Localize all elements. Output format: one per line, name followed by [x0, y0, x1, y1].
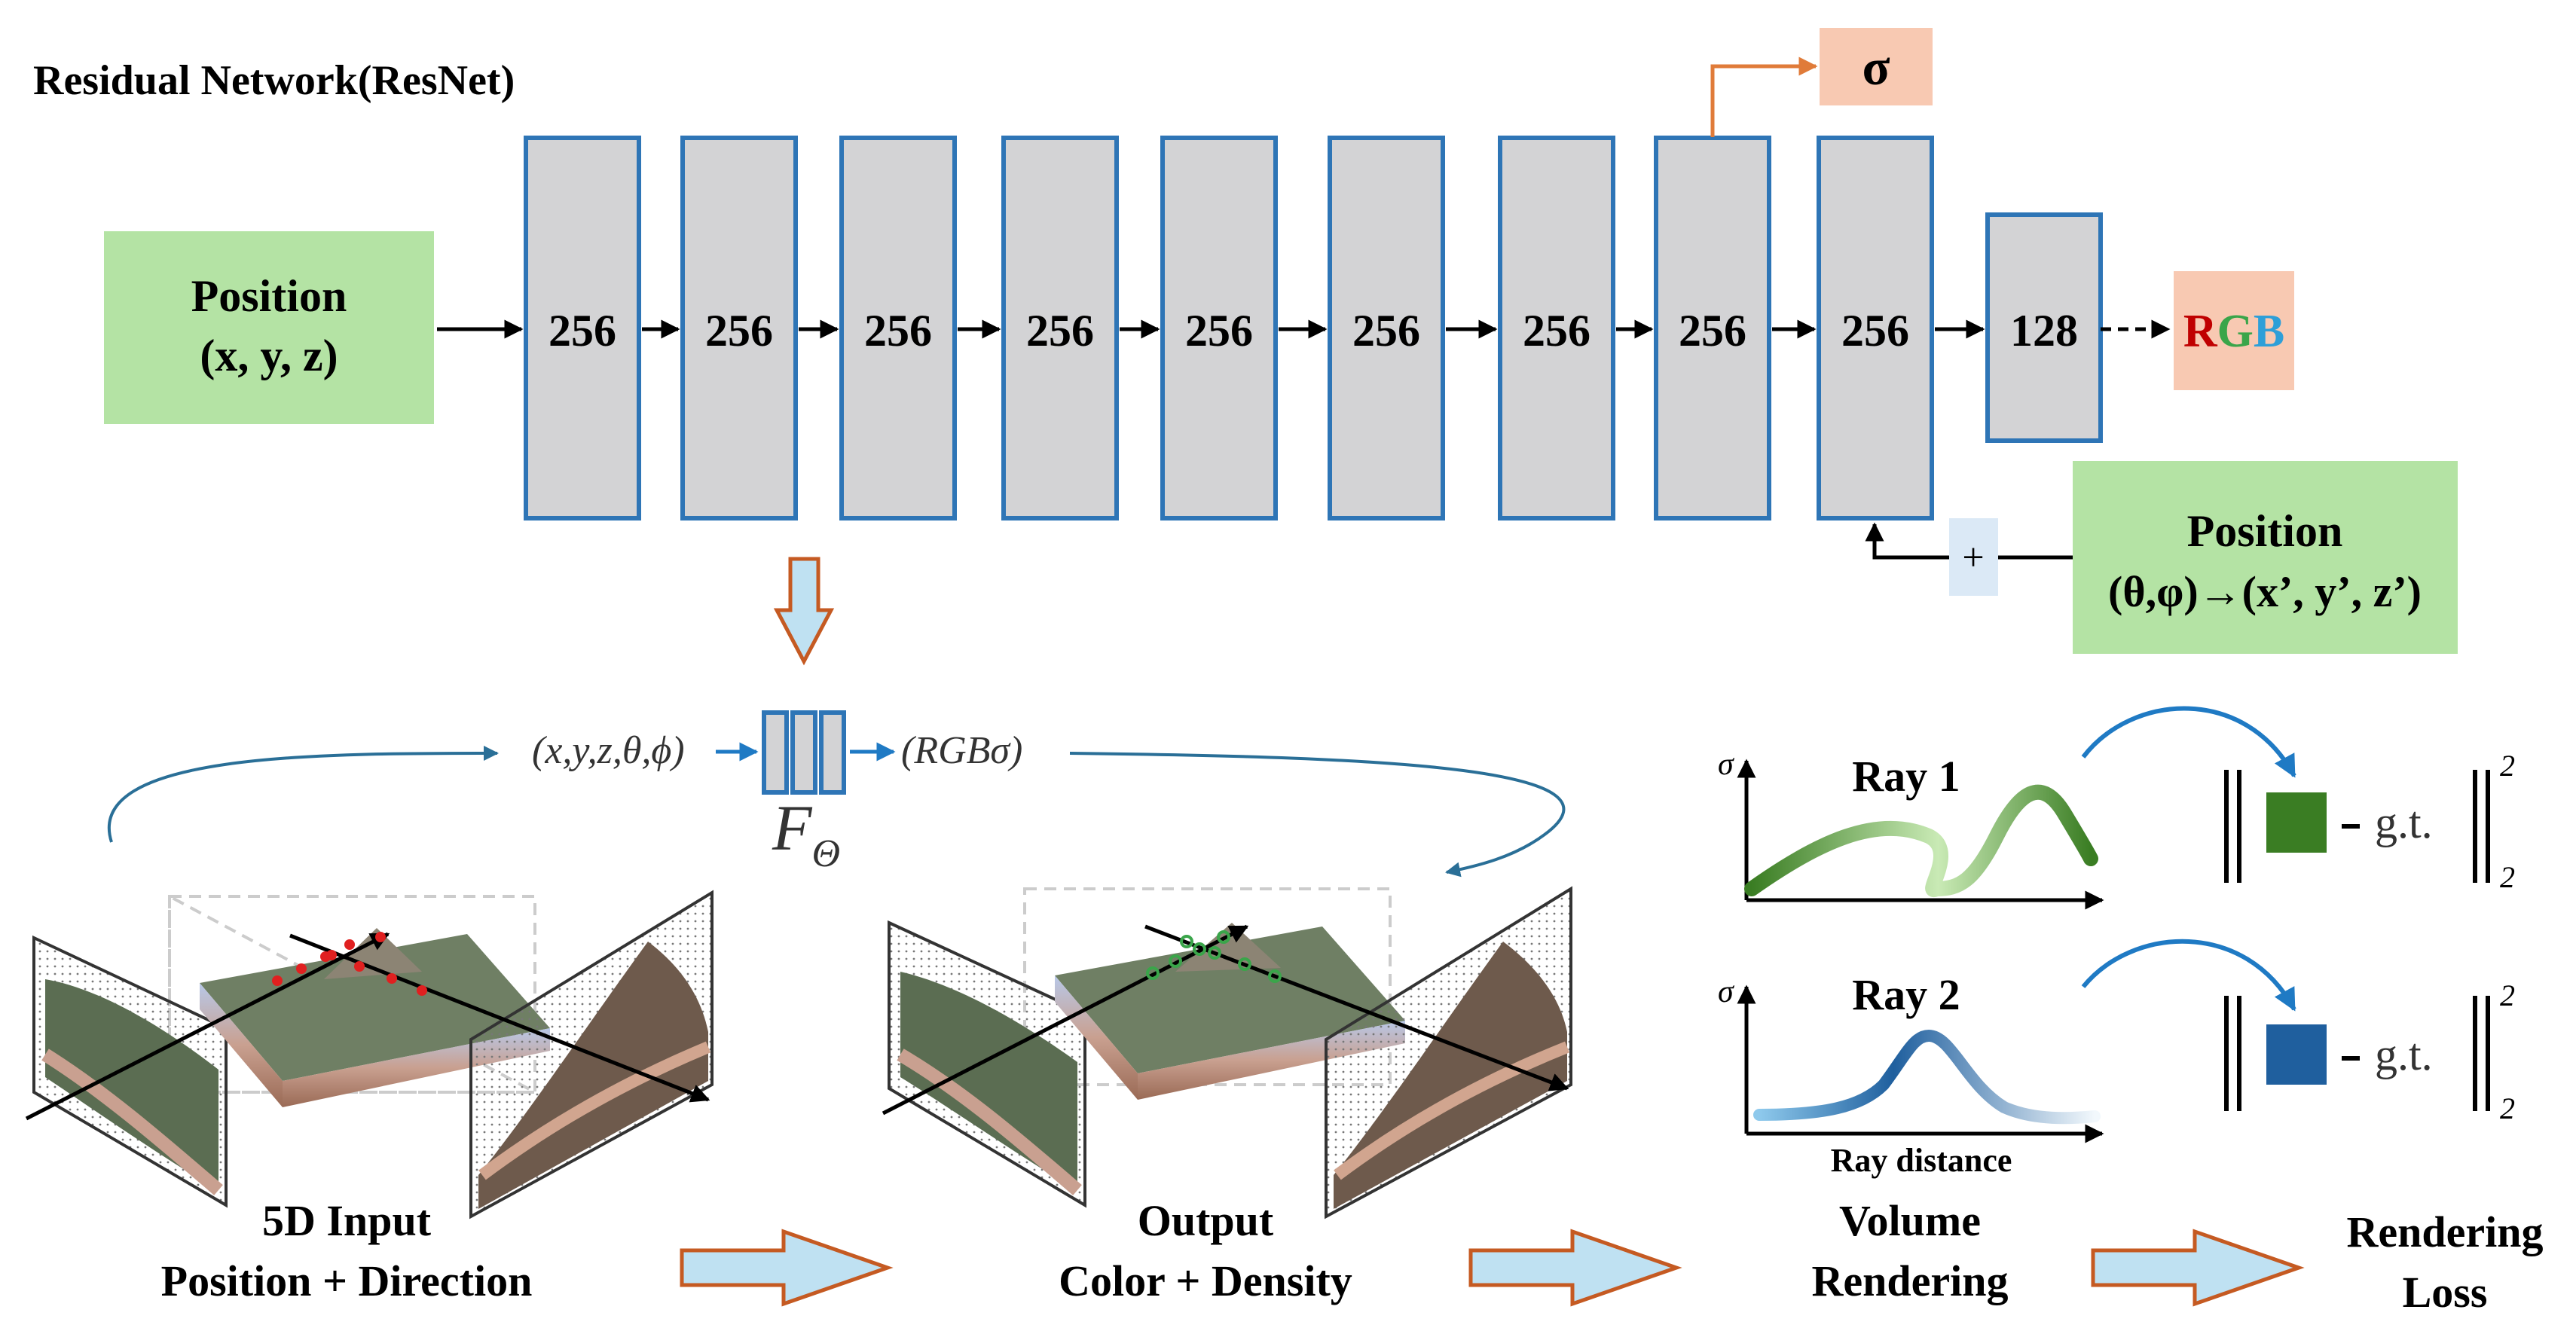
ray1-to-loss-arrow: [2081, 706, 2296, 778]
output-ray-2: [1144, 924, 1569, 1091]
loss1-sub: 2: [2500, 860, 2515, 894]
layer-block-6: [1328, 136, 1445, 520]
layer-label-9: 256: [1841, 306, 1909, 356]
layer-block-1: [524, 136, 641, 520]
nerf-function-label: F: [772, 792, 813, 864]
add-to-layer-arrow: [1865, 522, 1949, 560]
loss-expression-2: g.t. 2 2: [2224, 978, 2515, 1125]
stage-volume-line1: Volume: [1839, 1196, 1981, 1245]
layer-label-8: 256: [1679, 306, 1746, 356]
ray1-title: Ray 1: [1852, 752, 1960, 801]
output-scene: [882, 886, 1572, 1220]
stage-loss-line1: Rendering: [2347, 1207, 2544, 1256]
nerf-network-icon: [762, 710, 846, 795]
loss1-gt: g.t.: [2375, 798, 2433, 847]
layer-label-5: 256: [1185, 306, 1253, 356]
stage-loss-line2: Loss: [2403, 1268, 2488, 1317]
input-scene: [25, 890, 714, 1220]
view-direction-label: Position: [2187, 506, 2343, 556]
layer-label-7: 256: [1523, 306, 1591, 356]
ray2-curve: [1753, 1029, 2101, 1125]
layer-label-4: 256: [1026, 306, 1094, 356]
loop-curve-right: [1069, 752, 1566, 878]
input-position-coords: (x, y, z): [200, 331, 338, 380]
rgb-b: B: [2254, 306, 2284, 357]
layer-block-10: [1985, 212, 2103, 443]
flow-arrow-3: [2091, 1229, 2305, 1307]
input-position-label: Position: [191, 271, 347, 321]
layer-label-1: 256: [549, 306, 616, 356]
nerf-output-tuple: (RGBσ): [901, 729, 1022, 772]
output-ray-1: [882, 924, 1249, 1116]
ray1-curve: [1744, 784, 2098, 898]
layer-label-3: 256: [864, 306, 932, 356]
layer-block-8: [1654, 136, 1771, 520]
layer-block-3: [839, 136, 957, 520]
down-flow-arrow: [773, 557, 835, 666]
loss2-color-swatch: [2266, 1024, 2327, 1085]
loop-curve-left: [108, 746, 499, 843]
ray2-title: Ray 2: [1852, 970, 1960, 1019]
loss-expression-1: g.t. 2 2: [2224, 749, 2515, 894]
input-sample-points: [272, 932, 427, 996]
ray1-axis-sigma: σ: [1718, 747, 1735, 782]
layer-block-5: [1160, 136, 1278, 520]
flow-arrow-2: [1468, 1229, 1682, 1307]
ray2-axis-sigma: σ: [1718, 975, 1735, 1009]
input-ray-1: [25, 932, 390, 1121]
resnet-layers: 256 256 256 256 256 256 256 256 256 128: [524, 136, 2103, 520]
rgb-g: G: [2217, 306, 2254, 357]
svg-text:RGB: RGB: [2183, 306, 2284, 357]
layer-block-2: [680, 136, 798, 520]
skip-add-symbol: +: [1962, 536, 1984, 579]
layer-label-10: 128: [2010, 306, 2078, 356]
stage-output-line2: Color + Density: [1059, 1256, 1352, 1305]
stage-output-line1: Output: [1138, 1196, 1274, 1245]
nerf-function-subscript: Θ: [812, 832, 841, 875]
rgb-r: R: [2183, 306, 2218, 357]
stage-volume-line2: Rendering: [1812, 1256, 2009, 1305]
layer-block-9: [1817, 136, 1934, 520]
ray2-xlabel: Ray distance: [1831, 1142, 2012, 1179]
rgb-output: RGB: [2174, 271, 2294, 390]
output-sample-points: [1146, 930, 1282, 983]
view-direction-mapping: (θ,φ)→(x’, y’, z’): [2108, 567, 2422, 616]
flow-arrow-1: [680, 1229, 894, 1307]
input-position-block: Position (x, y, z): [104, 231, 434, 424]
ray1-plot: σ Ray 1: [1718, 747, 2104, 910]
input-terrain-block: [200, 934, 550, 1081]
stage-input-line1: 5D Input: [262, 1196, 432, 1245]
view-direction-block: Position (θ,φ)→(x’, y’, z’): [2073, 461, 2458, 654]
layer-label-2: 256: [705, 306, 773, 356]
loss2-gt: g.t.: [2375, 1030, 2433, 1079]
ray2-plot: σ Ray 2 Ray distance: [1718, 970, 2104, 1179]
ray2-to-loss-arrow: [2081, 939, 2296, 1012]
loss1-sup: 2: [2500, 749, 2515, 783]
stage-input-line2: Position + Direction: [161, 1256, 533, 1305]
sigma-output-label: σ: [1862, 38, 1890, 96]
output-terrain-block: [1055, 926, 1405, 1073]
sigma-branch-arrow: [1710, 56, 1818, 137]
loss1-color-swatch: [2266, 792, 2327, 853]
loss2-sup: 2: [2500, 978, 2515, 1012]
svg-text:FΘ: FΘ: [772, 792, 840, 875]
layer-block-7: [1498, 136, 1615, 520]
skip-add-node: +: [1949, 518, 1998, 596]
nerf-input-tuple: (x,y,z,θ,ϕ): [532, 729, 685, 772]
diagram-title: Residual Network(ResNet): [33, 57, 515, 104]
sigma-output: σ: [1820, 28, 1933, 105]
layer-label-6: 256: [1352, 306, 1420, 356]
loss2-sub: 2: [2500, 1091, 2515, 1125]
layer-block-4: [1001, 136, 1119, 520]
